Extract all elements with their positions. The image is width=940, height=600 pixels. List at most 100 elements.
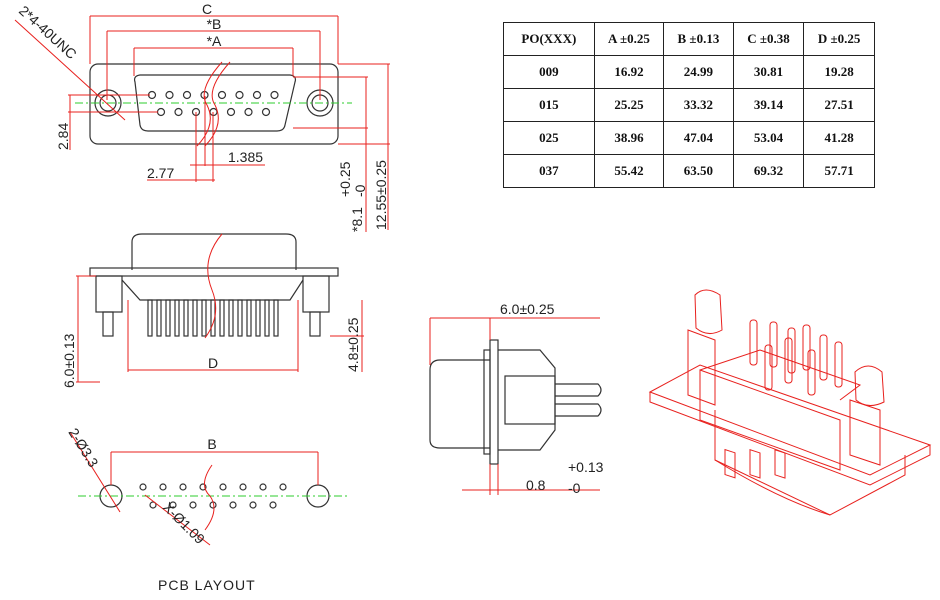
pcb-layout-title: PCB LAYOUT xyxy=(158,577,256,593)
solder-pin xyxy=(273,299,279,337)
pcb-pin-hole xyxy=(279,483,287,491)
table-cell: 38.96 xyxy=(593,121,665,155)
pin-hole xyxy=(217,90,227,100)
side-view: 6.0±0.13 D 4.8±0.25 xyxy=(61,233,364,388)
solder-pin xyxy=(192,299,198,337)
table-cell: 25.25 xyxy=(593,88,665,122)
dim-2-84-label: 2.84 xyxy=(55,123,71,150)
iso-pin xyxy=(834,341,843,388)
table-cell: 57.71 xyxy=(803,154,875,188)
iso-pin xyxy=(769,321,778,368)
table-cell: 30.81 xyxy=(732,55,805,89)
pcb-pin-hole xyxy=(169,501,177,509)
solder-pin xyxy=(219,299,225,337)
table-cell: 24.99 xyxy=(663,55,734,89)
pin-hole xyxy=(226,107,236,117)
solder-pin xyxy=(156,299,162,337)
board-lock xyxy=(309,311,321,337)
iso-pin xyxy=(807,349,816,396)
pcb-pin-hole xyxy=(199,483,207,491)
isometric-view xyxy=(648,289,932,516)
dim-c-label: C xyxy=(202,1,212,17)
table-cell: 47.04 xyxy=(663,121,734,155)
pin-hole xyxy=(235,90,244,100)
table-cell: 19.28 xyxy=(803,55,875,89)
pcb-pin-hole xyxy=(189,501,197,509)
pcb-pin-hole xyxy=(269,501,277,509)
profile-dim-top-label: 6.0±0.25 xyxy=(500,301,555,317)
dim-8-1-label: *8.1 xyxy=(349,207,365,232)
pin-hole xyxy=(252,90,262,100)
pin-hole xyxy=(270,90,279,100)
front-view: C *B *A 2*4-40UNC 2.84 1.385 2.77 *8.1 +… xyxy=(14,1,390,232)
profile-view: 6.0±0.25 0.8 +0.13 -0 xyxy=(429,301,604,496)
dim-a-label: *A xyxy=(207,33,222,49)
table-cell: 33.32 xyxy=(663,88,734,122)
dim-b-label: *B xyxy=(207,16,222,32)
column-header: A ±0.25 xyxy=(593,22,665,56)
dim-6-0-label: 6.0±0.13 xyxy=(61,333,77,388)
table-cell: 41.28 xyxy=(803,121,875,155)
pin-holes-label: X-Ø1.09 xyxy=(160,499,208,547)
dim-8-1-tol-minus: -0 xyxy=(352,184,368,197)
pcb-layout: B 2-Ø3.3 X-Ø1.09 PCB LAYOUT xyxy=(65,425,350,593)
pcb-pin-hole xyxy=(179,483,187,491)
table-cell: 63.50 xyxy=(663,154,734,188)
pcb-pin-hole xyxy=(239,483,247,491)
table-cell: 025 xyxy=(503,121,595,155)
solder-pin xyxy=(264,299,270,337)
profile-dim-bottom-label: 0.8 xyxy=(526,477,546,493)
pin-hole xyxy=(182,90,192,100)
pin-hole xyxy=(244,107,253,117)
pcb-pin-hole xyxy=(229,501,237,509)
solder-pin xyxy=(237,299,243,337)
pcb-pin-hole xyxy=(139,483,147,491)
iso-pin xyxy=(764,344,773,391)
mount-holes-label: 2-Ø3.3 xyxy=(65,425,101,470)
dim-4-8-label: 4.8±0.25 xyxy=(345,317,361,372)
pin-hole xyxy=(156,107,166,117)
table-cell: 55.42 xyxy=(593,154,665,188)
thread-label: 2*4-40UNC xyxy=(16,2,80,62)
table-cell: 16.92 xyxy=(593,55,665,89)
iso-pin xyxy=(802,324,811,371)
column-header: C ±0.38 xyxy=(732,22,805,56)
dim-12-55-label: 12.55±0.25 xyxy=(373,160,389,230)
pcb-pin-hole xyxy=(259,483,267,491)
table-cell: 69.32 xyxy=(732,154,805,188)
iso-pin xyxy=(819,334,828,381)
solder-pin xyxy=(255,299,261,337)
table-cell: 037 xyxy=(503,154,595,188)
table-cell: 27.51 xyxy=(803,88,875,122)
board-lock xyxy=(102,311,114,337)
solder-pin xyxy=(174,299,180,337)
solder-pin xyxy=(201,299,207,337)
dim-1-385-label: 1.385 xyxy=(228,149,263,165)
table-cell: 015 xyxy=(503,88,595,122)
solder-pin xyxy=(147,299,153,337)
solder-pin xyxy=(183,299,189,337)
dim-d-label: D xyxy=(208,355,218,371)
table-cell: 39.14 xyxy=(732,88,805,122)
solder-pin xyxy=(165,299,171,337)
solder-pin xyxy=(246,299,252,337)
pin-hole xyxy=(174,107,183,117)
profile-dim-bottom-plus: +0.13 xyxy=(568,459,604,475)
table-cell: 53.04 xyxy=(732,121,805,155)
pcb-pin-hole xyxy=(249,501,257,509)
solder-pin xyxy=(228,299,234,337)
pcb-pin-hole xyxy=(219,483,227,491)
iso-pin xyxy=(784,337,793,384)
column-header: B ±0.13 xyxy=(663,22,734,56)
iso-pin xyxy=(749,319,758,366)
column-header: PO(XXX) xyxy=(503,22,595,56)
pcb-pin-hole xyxy=(159,483,167,491)
pin-hole xyxy=(261,107,271,117)
table-cell: 009 xyxy=(503,55,595,89)
